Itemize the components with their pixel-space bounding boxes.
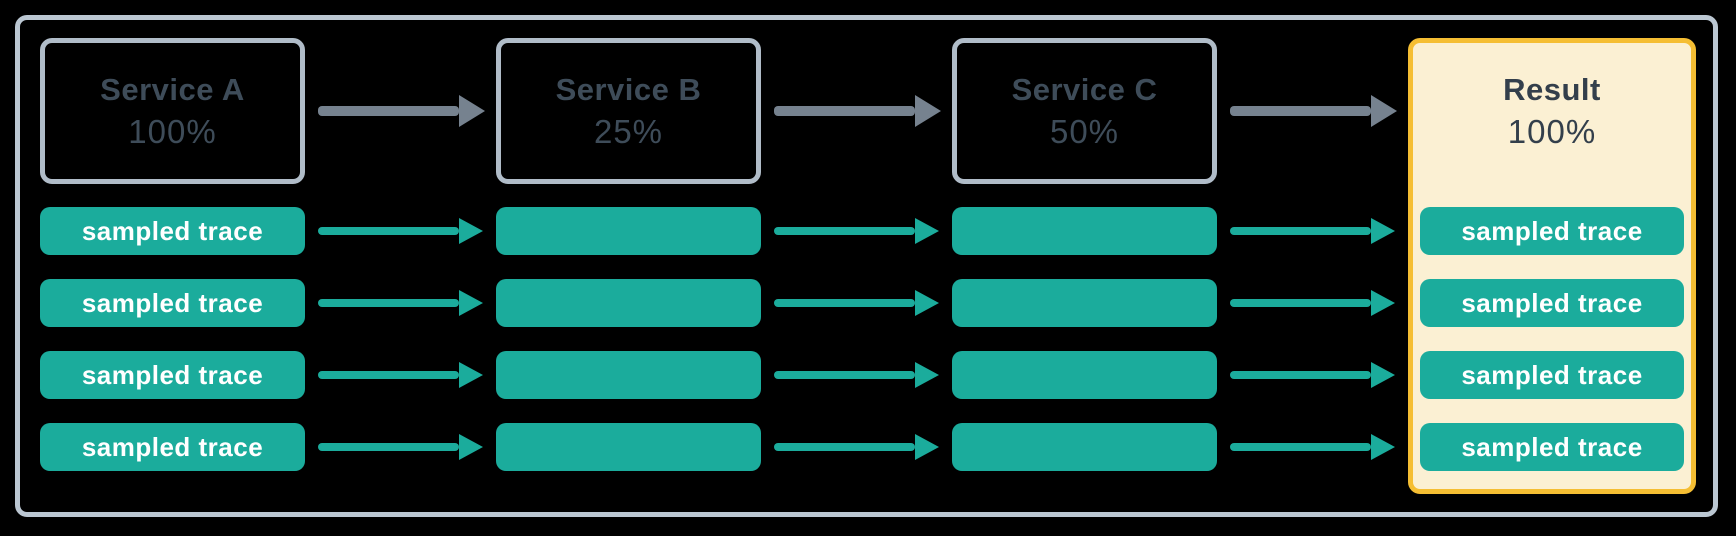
arrow-shaft — [318, 227, 459, 235]
trace-flow-arrow-icon — [318, 218, 483, 244]
unlabeled-trace-bar — [496, 423, 761, 471]
arrow-shaft — [1230, 443, 1371, 451]
arrowhead-icon — [459, 434, 483, 460]
trace-flow-arrow-icon — [774, 434, 939, 460]
trace-flow-arrow-icon — [774, 218, 939, 244]
service-c-rate: 50% — [1049, 112, 1120, 150]
arrowhead-icon — [1371, 290, 1395, 316]
arrow-shaft — [774, 371, 915, 379]
arrowhead-icon — [459, 218, 483, 244]
sampled-trace-bar: sampled trace — [40, 279, 305, 327]
arrow-shaft — [318, 371, 459, 379]
sampled-trace-bar: sampled trace — [1420, 423, 1684, 471]
unlabeled-trace-bar — [952, 279, 1217, 327]
arrowhead-icon — [459, 290, 483, 316]
sampled-trace-bar: sampled trace — [40, 207, 305, 255]
sampled-trace-bar: sampled trace — [40, 351, 305, 399]
arrow-shaft — [318, 106, 459, 116]
arrow-shaft — [774, 443, 915, 451]
trace-flow-arrow-icon — [318, 434, 483, 460]
arrowhead-icon — [1371, 434, 1395, 460]
unlabeled-trace-bar — [952, 207, 1217, 255]
sampled-trace-bar: sampled trace — [1420, 351, 1684, 399]
unlabeled-trace-bar — [952, 423, 1217, 471]
unlabeled-trace-bar — [952, 351, 1217, 399]
service-a-box: Service A 100% — [40, 38, 305, 184]
trace-flow-arrow-icon — [774, 290, 939, 316]
arrow-shaft — [318, 299, 459, 307]
unlabeled-trace-bar — [496, 351, 761, 399]
arrowhead-icon — [915, 95, 941, 127]
trace-flow-arrow-icon — [318, 362, 483, 388]
service-a-rate: 100% — [128, 112, 217, 150]
trace-flow-arrow-icon — [774, 362, 939, 388]
arrow-shaft — [774, 299, 915, 307]
result-header: Result 100% — [1413, 43, 1691, 179]
service-flow-arrow-icon — [774, 95, 941, 127]
arrow-shaft — [1230, 106, 1371, 116]
arrowhead-icon — [915, 362, 939, 388]
service-b-name: Service B — [555, 71, 702, 107]
sampled-trace-bar: sampled trace — [1420, 279, 1684, 327]
diagram-frame — [15, 15, 1718, 517]
arrowhead-icon — [915, 218, 939, 244]
sampled-trace-bar: sampled trace — [1420, 207, 1684, 255]
arrow-shaft — [774, 106, 915, 116]
trace-flow-arrow-icon — [1230, 434, 1395, 460]
arrowhead-icon — [459, 362, 483, 388]
result-panel: Result 100% sampled trace sampled trace sa… — [1408, 38, 1696, 494]
result-title: Result — [1503, 71, 1601, 107]
service-flow-arrow-icon — [318, 95, 485, 127]
arrow-shaft — [774, 227, 915, 235]
trace-flow-arrow-icon — [318, 290, 483, 316]
arrowhead-icon — [1371, 362, 1395, 388]
arrowhead-icon — [915, 290, 939, 316]
sampled-trace-bar: sampled trace — [40, 423, 305, 471]
trace-flow-arrow-icon — [1230, 362, 1395, 388]
result-rate: 100% — [1507, 112, 1597, 150]
service-flow-arrow-icon — [1230, 95, 1397, 127]
arrowhead-icon — [915, 434, 939, 460]
service-a-name: Service A — [100, 71, 245, 107]
service-c-box: Service C 50% — [952, 38, 1217, 184]
service-b-box: Service B 25% — [496, 38, 761, 184]
unlabeled-trace-bar — [496, 207, 761, 255]
arrow-shaft — [1230, 371, 1371, 379]
arrowhead-icon — [459, 95, 485, 127]
arrowhead-icon — [1371, 95, 1397, 127]
arrowhead-icon — [1371, 218, 1395, 244]
trace-flow-arrow-icon — [1230, 218, 1395, 244]
service-c-name: Service C — [1011, 71, 1158, 107]
arrow-shaft — [318, 443, 459, 451]
arrow-shaft — [1230, 299, 1371, 307]
arrow-shaft — [1230, 227, 1371, 235]
trace-flow-arrow-icon — [1230, 290, 1395, 316]
unlabeled-trace-bar — [496, 279, 761, 327]
service-b-rate: 25% — [593, 112, 664, 150]
